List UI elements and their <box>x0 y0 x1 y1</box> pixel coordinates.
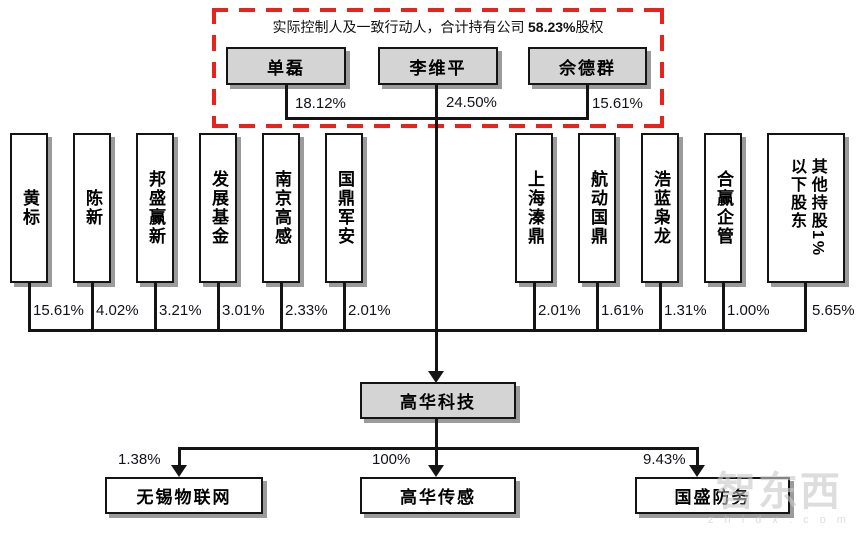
caption-prefix: 实际控制人及一致行动人，合计持有公司 <box>272 21 528 36</box>
caption-suffix: 股权 <box>575 21 604 36</box>
connector-line <box>804 281 807 332</box>
controller-box: 单磊 <box>226 47 346 85</box>
shareholder-box: 国鼎军安 <box>325 133 363 283</box>
connector-line <box>722 281 725 332</box>
shareholder-box: 其他持股1% 以下股东 <box>767 133 845 283</box>
controller-name: 佘德群 <box>559 58 616 78</box>
connector-line <box>596 281 599 332</box>
arrow-down-icon <box>428 465 444 477</box>
caption-percent: 58.23% <box>528 19 576 35</box>
shareholder-box: 发展基金 <box>199 133 237 283</box>
arrow-down-icon <box>171 465 187 477</box>
shareholder-name: 上海溱鼎 <box>525 170 545 246</box>
connector-line <box>217 281 220 332</box>
shareholder-percent: 3.21% <box>159 302 202 319</box>
connector-line <box>28 281 31 332</box>
connector-line <box>435 85 438 372</box>
arrow-down-icon <box>428 371 444 383</box>
controller-name: 单磊 <box>267 58 305 78</box>
connector-line <box>91 281 94 332</box>
subsidiary-name: 国盛防务 <box>674 488 751 507</box>
shareholder-percent: 1.31% <box>664 302 707 319</box>
shareholder-name: 发展基金 <box>209 170 229 246</box>
connector-line <box>178 447 699 450</box>
subsidiary-name: 无锡物联网 <box>136 488 232 507</box>
watermark-domain: z h i d x . c o m <box>708 514 850 526</box>
shareholder-box: 上海溱鼎 <box>515 133 553 283</box>
shareholder-percent: 2.33% <box>285 302 328 319</box>
shareholder-box: 航动国鼎 <box>578 133 616 283</box>
shareholder-name: 国鼎军安 <box>335 170 355 246</box>
controller-box: 佘德群 <box>528 47 647 85</box>
connector-line <box>696 447 699 466</box>
connector-line <box>178 447 181 466</box>
controller-percent: 24.50% <box>446 94 497 111</box>
shareholder-box: 黄标 <box>10 133 48 283</box>
company-box: 高华科技 <box>360 382 516 419</box>
controller-frame-border-left <box>212 8 216 128</box>
shareholder-percent: 2.01% <box>348 302 391 319</box>
subsidiary-percent: 100% <box>372 451 411 468</box>
shareholder-percent: 1.61% <box>601 302 644 319</box>
subsidiary-box: 无锡物联网 <box>105 477 263 514</box>
subsidiary-name: 高华传感 <box>400 488 476 507</box>
shareholder-box: 邦盛赢新 <box>136 133 174 283</box>
shareholder-box: 南京高感 <box>262 133 300 283</box>
connector-line <box>285 85 288 120</box>
shareholder-percent: 15.61% <box>33 302 84 319</box>
shareholder-box: 合赢企管 <box>704 133 742 283</box>
connector-line <box>435 418 438 466</box>
shareholder-percent: 3.01% <box>222 302 265 319</box>
connector-line <box>343 281 346 332</box>
shareholder-percent: 1.00% <box>727 302 770 319</box>
controller-percent: 18.12% <box>295 95 346 112</box>
shareholder-name: 南京高感 <box>272 170 292 246</box>
shareholder-name: 浩蓝枭龙 <box>651 170 671 246</box>
shareholder-name: 航动国鼎 <box>588 170 608 246</box>
connector-line <box>533 281 536 332</box>
arrow-down-icon <box>689 465 705 477</box>
shareholder-box: 陈新 <box>73 133 111 283</box>
controller-frame-border-right <box>660 8 664 128</box>
connector-line <box>28 329 807 332</box>
controller-group-caption: 实际控制人及一致行动人，合计持有公司 58.23%股权 <box>212 17 664 37</box>
shareholder-name: 陈新 <box>83 189 103 227</box>
shareholder-percent: 4.02% <box>96 302 139 319</box>
shareholder-name: 黄标 <box>20 189 40 227</box>
shareholder-box: 浩蓝枭龙 <box>641 133 679 283</box>
connector-line <box>280 281 283 332</box>
shareholder-percent: 5.65% <box>812 302 855 319</box>
subsidiary-percent: 9.43% <box>643 451 686 468</box>
shareholder-name: 合赢企管 <box>714 170 734 246</box>
connector-line <box>659 281 662 332</box>
controller-frame-border-bottom <box>212 124 664 128</box>
subsidiary-box: 高华传感 <box>360 477 516 514</box>
connector-line <box>586 85 589 120</box>
shareholder-name: 邦盛赢新 <box>146 170 166 246</box>
shareholder-percent: 2.01% <box>538 302 581 319</box>
controller-name: 李维平 <box>409 58 467 78</box>
controller-frame-border-top <box>212 8 664 12</box>
shareholder-name: 其他持股1% 以下股东 <box>788 158 826 258</box>
controller-box: 李维平 <box>378 47 498 85</box>
company-name: 高华科技 <box>400 393 476 412</box>
subsidiary-box: 国盛防务 <box>635 477 790 514</box>
subsidiary-percent: 1.38% <box>118 451 161 468</box>
connector-line <box>154 281 157 332</box>
controller-percent: 15.61% <box>592 95 643 112</box>
